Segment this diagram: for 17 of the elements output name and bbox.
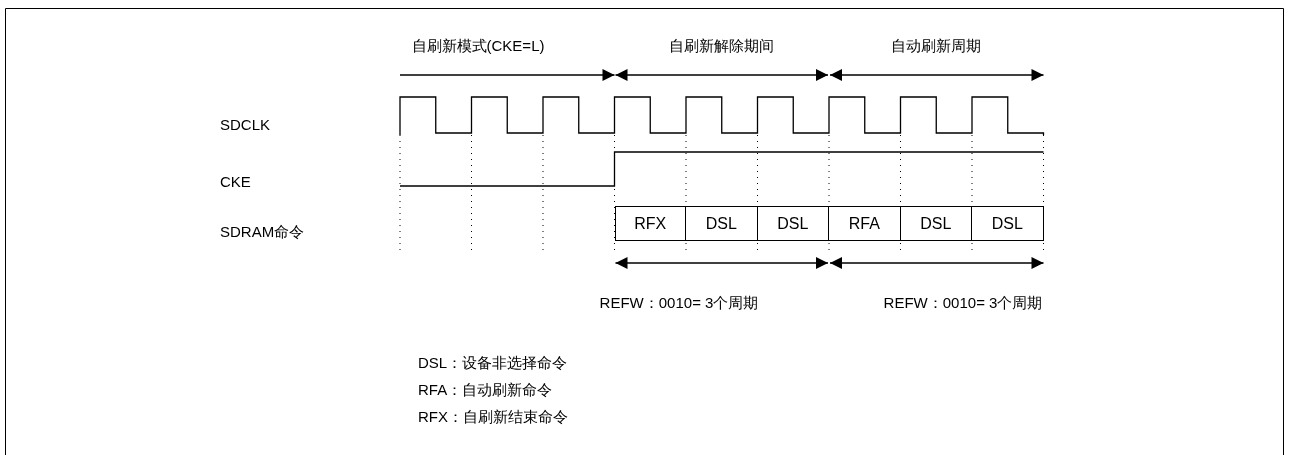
signal-name: SDCLK [220, 116, 271, 134]
period-label: 自动刷新周期 [891, 37, 981, 55]
signal-name: CKE [220, 173, 251, 191]
command-cell: RFA [828, 206, 901, 241]
command-cell: DSL [971, 206, 1044, 241]
command-cell: DSL [899, 206, 972, 241]
command-cell: DSL [685, 206, 758, 241]
period-label: 自刷新解除期间 [668, 37, 774, 55]
legend-note: RFA：自动刷新命令 [418, 381, 553, 399]
signal-name: SDRAM命令 [220, 223, 305, 241]
command-cell: DSL [756, 206, 829, 241]
legend-note: DSL：设备非选择命令 [418, 354, 568, 372]
period-note: REFW：0010= 3个周期 [599, 294, 759, 312]
period-note: REFW：0010= 3个周期 [883, 294, 1043, 312]
period-label: 自刷新模式(CKE=L) [411, 37, 545, 55]
legend-note: RFX：自刷新结束命令 [418, 408, 568, 426]
command-cell: RFX [614, 206, 686, 241]
